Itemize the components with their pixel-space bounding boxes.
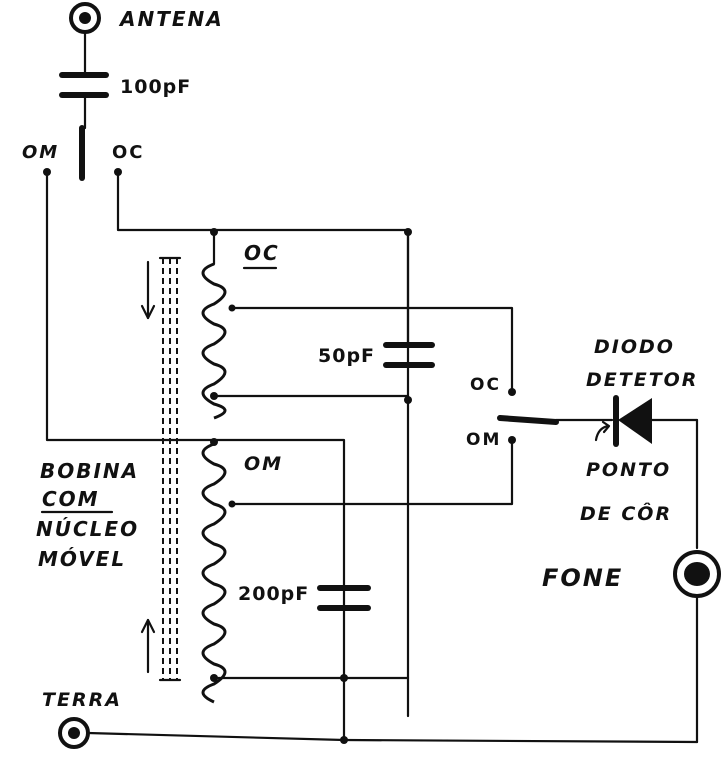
antenna-label: ANTENA <box>118 7 224 31</box>
movable-core <box>158 256 182 682</box>
om-coil-label: OM <box>244 453 283 475</box>
capacitor-100pf-label: 100pF <box>120 76 191 98</box>
phone-label: FONE <box>542 564 623 592</box>
coil-description-line2: COM <box>42 487 100 511</box>
om-coil-icon <box>201 438 236 704</box>
oc-coil-icon <box>201 228 236 420</box>
diode-title-line2: DETETOR <box>586 369 698 391</box>
switch-oc-label: OC <box>470 375 501 395</box>
detector-switch-icon <box>497 388 559 444</box>
color-dot-label-line2: DE CÔR <box>580 501 672 525</box>
coil-description-line4: MÓVEL <box>38 547 126 571</box>
ground-jack-icon <box>58 717 90 749</box>
diode-icon <box>613 395 652 447</box>
color-dot-label-line1: PONTO <box>586 459 671 481</box>
arrow-down-icon <box>140 260 156 320</box>
capacitor-50pf-icon <box>383 342 435 368</box>
capacitor-icon <box>59 72 109 98</box>
capacitor-50pf-label: 50pF <box>318 345 375 367</box>
coil-description-line1: BOBINA <box>40 459 139 483</box>
oc-top-label: OC <box>112 142 145 163</box>
capacitor-200pf-label: 200pF <box>238 583 309 605</box>
oc-coil-label: OC <box>244 241 280 265</box>
antenna-jack-icon <box>69 2 101 34</box>
ground-label: TERRA <box>42 689 122 711</box>
capacitor-200pf-icon <box>317 585 371 611</box>
om-top-label: OM <box>22 142 59 163</box>
switch-icon <box>43 125 122 181</box>
phone-jack-icon <box>673 550 721 598</box>
switch-om-label: OM <box>466 430 501 450</box>
arrow-up-icon <box>140 618 156 674</box>
coil-description-line3: NÚCLEO <box>36 517 139 541</box>
diode-title-line1: DIODO <box>594 336 675 358</box>
